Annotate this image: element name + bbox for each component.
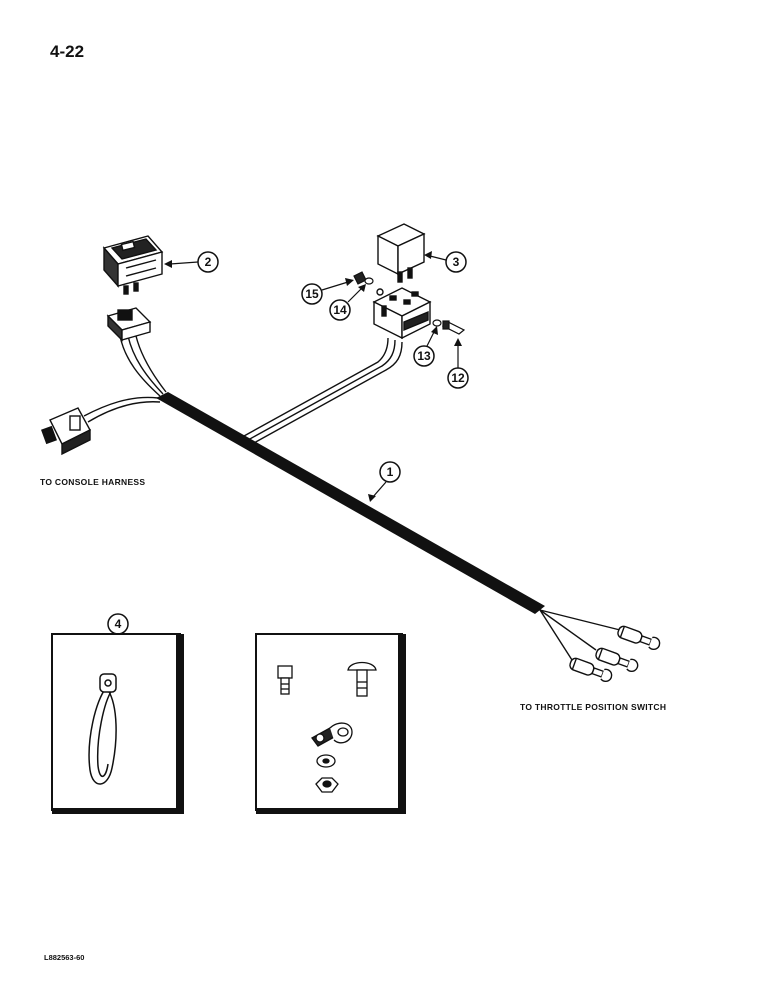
throttle-wires <box>539 609 621 661</box>
relay-branch-wires <box>243 337 403 445</box>
rocker-switch <box>102 235 164 295</box>
callout-15: 15 <box>301 278 354 305</box>
callout-14: 14 <box>329 284 366 321</box>
relay-socket <box>372 287 432 340</box>
callout-number: 1 <box>387 465 394 479</box>
switch-wires <box>119 335 167 397</box>
callout-number: 12 <box>451 371 465 385</box>
callout-13: 13 <box>413 326 438 367</box>
callout-number: 13 <box>417 349 431 363</box>
callout-1: 1 <box>368 461 401 502</box>
relay-hardware <box>353 271 466 335</box>
inset-cable-tie <box>51 633 184 814</box>
throttle-terminals <box>569 625 661 683</box>
console-harness-caption: TO CONSOLE HARNESS <box>40 477 146 487</box>
hex-bolt-icon <box>277 665 293 695</box>
callout-12: 12 <box>447 338 469 389</box>
console-connector <box>41 407 91 456</box>
callout-number: 2 <box>205 255 212 269</box>
throttle-switch-caption: TO THROTTLE POSITION SWITCH <box>520 702 667 712</box>
callout-2: 2 <box>164 251 219 273</box>
main-harness-sleeve <box>156 392 545 614</box>
nut-icon <box>315 777 339 793</box>
callout-3: 3 <box>424 251 467 273</box>
console-wires <box>83 396 161 423</box>
inset-hardware <box>255 633 406 814</box>
page-number: 4-22 <box>50 42 85 61</box>
callout-number: 14 <box>333 303 347 317</box>
washer-icon <box>316 754 336 768</box>
figure-code: L882563-60 <box>44 953 85 962</box>
callout-number: 3 <box>453 255 460 269</box>
switch-connector <box>106 307 152 342</box>
relay <box>376 223 426 283</box>
callout-number: 15 <box>305 287 319 301</box>
cable-tie-icon <box>88 673 117 785</box>
clamp-icon <box>311 722 353 747</box>
carriage-bolt-icon <box>347 661 377 697</box>
callout-number: 4 <box>115 617 122 631</box>
